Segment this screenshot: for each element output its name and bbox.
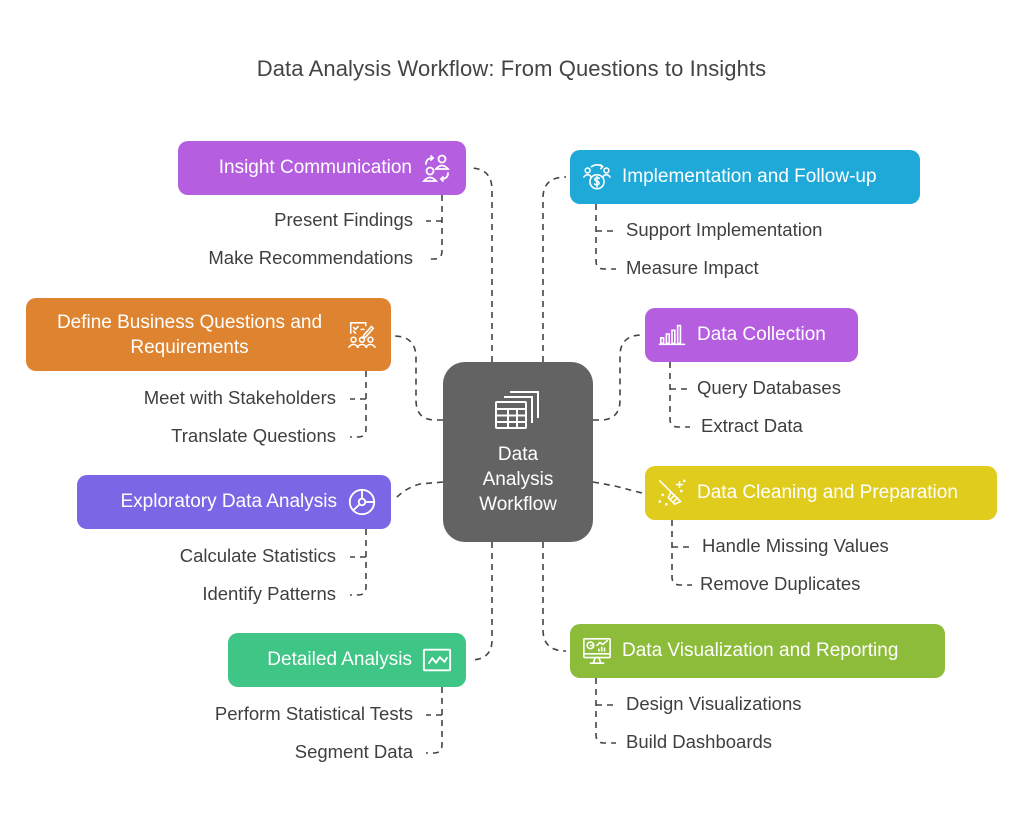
- child-item: Translate Questions: [171, 425, 336, 446]
- money-cycle-icon: [582, 162, 612, 192]
- child-connector-define-business-questions: [350, 371, 367, 438]
- child-item: Measure Impact: [626, 257, 759, 278]
- child-item: Present Findings: [274, 209, 413, 230]
- child-item: Make Recommendations: [208, 247, 413, 268]
- child-item: Remove Duplicates: [700, 573, 861, 594]
- child-item: Support Implementation: [626, 219, 823, 240]
- branch-node-define-business-questions[interactable]: Define Business Questions and Requiremen…: [26, 298, 391, 371]
- checklist-team-icon: [347, 320, 377, 350]
- child-item: Extract Data: [701, 415, 803, 436]
- branch-label: Data Visualization and Reporting: [622, 640, 899, 661]
- line-chart-icon: [422, 645, 452, 675]
- center-label-line: Workflow: [479, 494, 557, 515]
- child-connector-implementation-follow-up: [595, 204, 616, 270]
- connector-detailed-analysis: [469, 542, 493, 661]
- child-item: Meet with Stakeholders: [143, 387, 336, 408]
- center-label-line: Analysis: [482, 469, 554, 490]
- child-item: Design Visualizations: [626, 693, 802, 714]
- connector-exploratory-data-analysis: [393, 481, 444, 501]
- branch-node-data-collection[interactable]: Data Collection: [645, 308, 858, 362]
- branch-label: Implementation and Follow-up: [622, 166, 877, 187]
- diagram-title: Data Analysis Workflow: From Questions t…: [256, 56, 767, 81]
- connector-implementation-follow-up: [542, 176, 567, 362]
- child-item: Calculate Statistics: [179, 545, 336, 566]
- connector-data-visualization: [542, 542, 567, 652]
- connector-data-cleaning: [592, 481, 643, 494]
- center-node[interactable]: Data Analysis Workflow: [443, 362, 593, 542]
- child-item: Segment Data: [294, 741, 413, 762]
- child-connector-insight-communication: [426, 195, 443, 260]
- branch-node-data-visualization[interactable]: Data Visualization and Reporting: [570, 624, 945, 678]
- branch-node-detailed-analysis[interactable]: Detailed Analysis: [228, 633, 466, 687]
- branch-label: Define Business Questions and Requiremen…: [56, 311, 323, 358]
- connector-define-business-questions: [393, 335, 443, 421]
- child-connector-data-cleaning: [671, 520, 692, 586]
- branch-label: Detailed Analysis: [267, 649, 412, 670]
- branch-label: Exploratory Data Analysis: [120, 491, 338, 512]
- child-item: Perform Statistical Tests: [214, 703, 413, 724]
- child-connector-data-collection: [669, 362, 690, 428]
- child-connector-exploratory-data-analysis: [350, 529, 367, 596]
- monitor-dashboard-icon: [582, 636, 612, 666]
- branch-label: Insight Communication: [218, 157, 412, 178]
- branch-node-insight-communication[interactable]: Insight Communication: [178, 141, 466, 195]
- branch-node-exploratory-data-analysis[interactable]: Exploratory Data Analysis: [77, 475, 391, 529]
- bar-chart-icon: [657, 320, 687, 350]
- child-item: Build Dashboards: [626, 731, 773, 752]
- branch-node-implementation-follow-up[interactable]: Implementation and Follow-up: [570, 150, 920, 204]
- child-connector-detailed-analysis: [426, 687, 443, 754]
- child-item: Identify Patterns: [202, 583, 336, 604]
- branch-label: Data Cleaning and Preparation: [697, 482, 958, 503]
- connector-insight-communication: [469, 167, 493, 362]
- connector-data-collection: [593, 334, 643, 421]
- pie-chart-icon: [347, 487, 377, 517]
- center-label-line: Data: [497, 444, 539, 465]
- broom-sparkle-icon: [657, 478, 687, 508]
- child-connector-data-visualization: [595, 678, 616, 744]
- branch-node-data-cleaning[interactable]: Data Cleaning and Preparation: [645, 466, 997, 520]
- branch-label: Data Collection: [697, 324, 826, 345]
- stacked-table-icon: [443, 388, 593, 438]
- child-item: Query Databases: [697, 377, 841, 398]
- people-exchange-icon: [422, 153, 452, 183]
- child-item: Handle Missing Values: [702, 535, 889, 556]
